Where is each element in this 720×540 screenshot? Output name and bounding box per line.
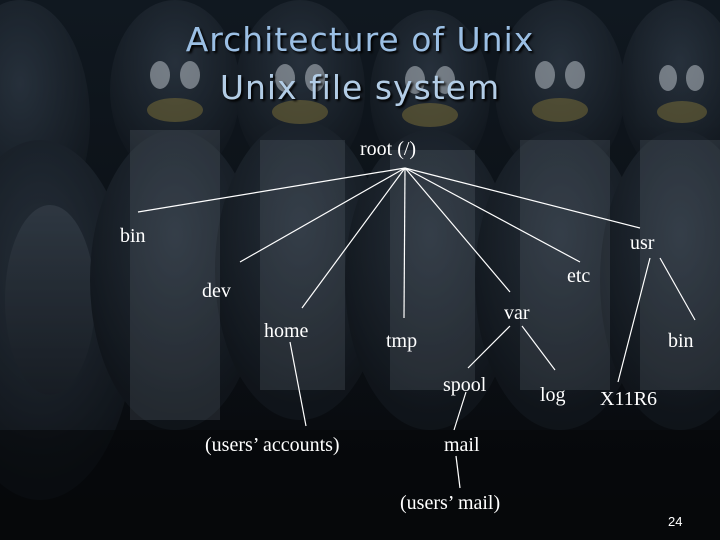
node-mail: mail (444, 434, 480, 456)
edge-root-var (404, 167, 511, 293)
edge-root-bin (137, 167, 406, 213)
edge-root-home (301, 167, 406, 309)
page-number: 24 (668, 514, 683, 529)
edge-mail-usersmail (455, 455, 461, 489)
edge-root-etc (404, 167, 581, 263)
node-tmp: tmp (386, 330, 418, 352)
edge-root-dev (239, 167, 406, 263)
node-users-mail: (users’ mail) (400, 492, 501, 514)
slide-title: Architecture of Unix (185, 20, 535, 59)
node-log: log (540, 384, 566, 406)
edge-var-spool (467, 325, 511, 369)
node-usr-bin: bin (668, 330, 694, 352)
node-x11r6: X11R6 (600, 388, 658, 410)
edge-spool-mail (453, 391, 467, 431)
node-usr: usr (630, 232, 655, 254)
node-spool: spool (443, 374, 487, 396)
edge-root-usr (404, 167, 641, 229)
node-users-accounts: (users’ accounts) (205, 434, 340, 456)
slide-subtitle: Unix file system (219, 68, 501, 107)
node-home: home (264, 320, 309, 342)
node-var: var (504, 302, 530, 324)
edge-var-log (521, 325, 556, 371)
node-etc: etc (567, 265, 591, 287)
edge-usr-bin (659, 257, 696, 321)
edge-home-users (289, 341, 307, 427)
edge-usr-x11r6 (617, 257, 651, 383)
node-bin: bin (120, 225, 146, 247)
node-dev: dev (202, 280, 231, 302)
node-root: root (/) (360, 138, 417, 160)
edge-root-tmp (403, 167, 406, 319)
